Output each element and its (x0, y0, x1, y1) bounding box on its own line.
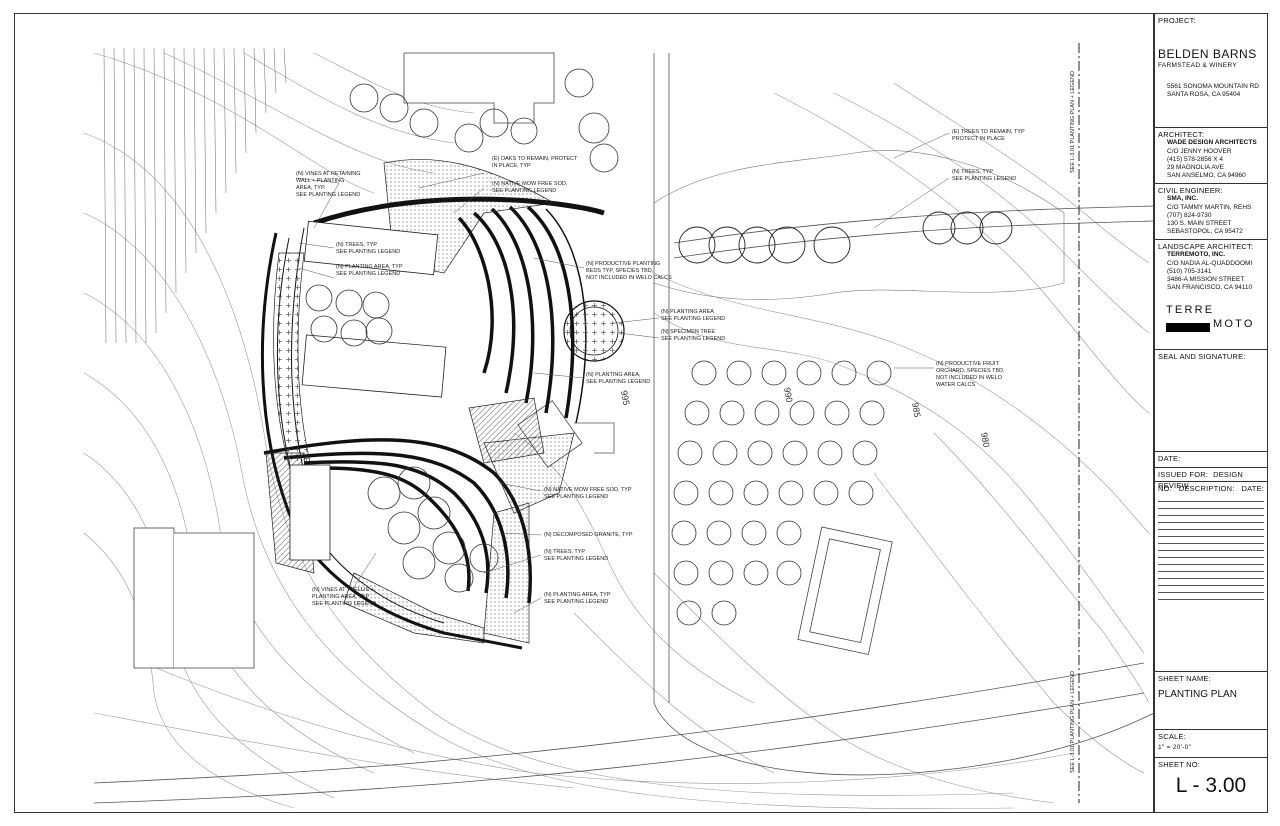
architect-line: (415) 578-2856 X 4 (1167, 155, 1224, 163)
contour-label: 990 (782, 387, 794, 404)
callout-leaders (295, 132, 950, 614)
civil-engineer-firm: SMA, INC. (1167, 195, 1199, 203)
sheet-number-section: SHEET NO: L - 3.00 (1155, 758, 1267, 812)
project-section: PROJECT: BELDEN BARNS FARMSTEAD & WINERY… (1155, 14, 1267, 128)
sheet-name: PLANTING PLAN (1158, 689, 1237, 701)
scale-value: 1" = 20'-0" (1158, 744, 1192, 752)
seal-section: SEAL AND SIGNATURE: (1155, 350, 1267, 452)
project-label: PROJECT: (1158, 16, 1196, 25)
fruit-orchard (671, 360, 892, 626)
civil-engineer-line: 130 S. MAIN STREET (1167, 219, 1232, 227)
match-line-label-bottom: SEE L-3.01 PLANTING PLAN + LEGEND (1070, 671, 1076, 773)
logo-bar (1166, 322, 1210, 332)
civil-engineer-label: CIVIL ENGINEER: (1158, 186, 1223, 195)
revision-description-header: DESCRIPTION: (1178, 484, 1235, 493)
title-block: PROJECT: BELDEN BARNS FARMSTEAD & WINERY… (1154, 13, 1268, 813)
project-name: BELDEN BARNS (1158, 47, 1257, 62)
trees-right-row (653, 150, 1065, 300)
site-edges (93, 53, 1154, 804)
existing-structures (133, 52, 893, 669)
landscape-architect-line: (510) 705-3141 (1167, 267, 1212, 275)
architect-line: C/O JENNY HOOVER (1167, 147, 1232, 155)
revisions-table: NO: DESCRIPTION: DATE: (1155, 482, 1267, 672)
sheet-border (14, 13, 1154, 813)
contour-label: 980 (979, 432, 991, 449)
terremoto-logo: TERRE MOTO (1158, 304, 1264, 332)
civil-engineer-line: (707) 824-9730 (1167, 211, 1212, 219)
civil-engineer-line: SEBASTOPOL, CA 95472 (1167, 227, 1243, 235)
sheet-name-section: SHEET NAME: PLANTING PLAN (1155, 672, 1267, 730)
contour-label: 985 (910, 402, 922, 419)
sheet-name-label: SHEET NAME: (1158, 674, 1211, 683)
sheet-number: L - 3.00 (1175, 774, 1247, 798)
civil-engineer-section: CIVIL ENGINEER: SMA, INC. C/O TAMMY MART… (1155, 184, 1267, 240)
sheet-no-label: SHEET NO: (1158, 760, 1201, 769)
landscape-architect-line: C/O NADIA AL-QUADDOOMI (1167, 259, 1253, 267)
landscape-architect-section: LANDSCAPE ARCHITECT: TERREMOTO, INC. C/O… (1155, 240, 1267, 350)
landscape-architect-line: 3486-A MISSION STREET (1167, 275, 1245, 283)
callout-planting-mid: (N) PLANTING AREA,SEE PLANTING LEGEND (586, 372, 650, 385)
callout-vines-trellis: (N) VINES AT TRELLIS +PLANTING AREA, TYP… (312, 587, 376, 607)
revisions-header: NO: DESCRIPTION: DATE: (1158, 484, 1264, 493)
vineyard-rows (103, 47, 287, 344)
issued-value: DESIGN REVIEW (1158, 470, 1244, 490)
logo-bottom-word: MOTO (1213, 317, 1255, 330)
topographic-contours (83, 52, 1150, 810)
date-section: DATE: (1155, 452, 1267, 468)
match-line-label-top: SEE L-3.01 PLANTING PLAN + LEGEND (1070, 71, 1076, 173)
civil-engineer-line: C/O TAMMY MARTIN, REHS (1167, 203, 1252, 211)
landscape-architect-line: SAN FRANCISCO, CA 94110 (1167, 283, 1253, 291)
project-address-line: 5561 SONOMA MOUNTAIN RD (1167, 82, 1259, 90)
planting-plan-drawing: 995 990 985 980 SEE L-3.01 PLANTING PLAN… (14, 13, 1154, 813)
callout-decomposed-granite: (N) DECOMPOSED GRANITE, TYP (544, 532, 633, 538)
contour-label: 995 (619, 390, 631, 407)
planting-beds (289, 220, 447, 561)
scale-label: SCALE: (1158, 732, 1186, 741)
architect-section: ARCHITECT: WADE DESIGN ARCHITECTS C/O JE… (1155, 128, 1267, 184)
contour-labels: 995 990 985 980 (619, 387, 991, 449)
project-address-line: SANTA ROSA, CA 95404 (1167, 90, 1241, 98)
logo-top-word: TERRE (1166, 304, 1215, 316)
specimen-tree (563, 300, 625, 362)
architect-label: ARCHITECT: (1158, 130, 1205, 139)
architect-line: SAN ANSELMO, CA 94960 (1167, 171, 1246, 179)
revision-rows (1158, 501, 1264, 601)
scale-section: SCALE: 1" = 20'-0" (1155, 730, 1267, 758)
callout-native-sod-top: (N) NATIVE MOW FREE SOD,SEE PLANTING LEG… (492, 181, 568, 194)
seal-label: SEAL AND SIGNATURE: (1158, 352, 1246, 361)
landscape-architect-label: LANDSCAPE ARCHITECT: (1158, 242, 1254, 251)
project-subtitle: FARMSTEAD & WINERY (1158, 62, 1237, 70)
date-label: DATE: (1158, 454, 1181, 463)
revision-no-header: NO: (1158, 484, 1172, 493)
trees-left-cluster (305, 68, 619, 593)
revision-date-header: DATE: (1241, 484, 1264, 493)
architect-line: 29 MAGNOLIA AVE (1167, 163, 1224, 171)
issued-label: ISSUED FOR: (1158, 470, 1209, 479)
issued-section: ISSUED FOR: DESIGN REVIEW (1155, 468, 1267, 490)
architect-firm: WADE DESIGN ARCHITECTS (1167, 139, 1257, 147)
landscape-architect-firm: TERREMOTO, INC. (1167, 251, 1226, 259)
